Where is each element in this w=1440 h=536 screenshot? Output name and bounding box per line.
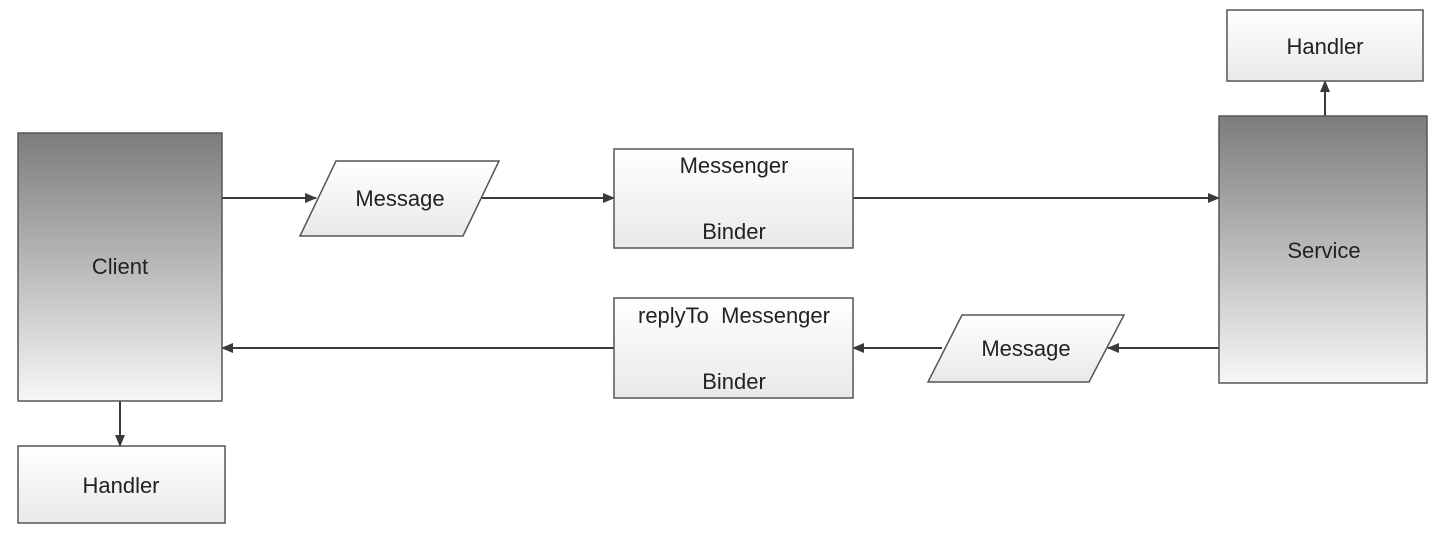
client-handler-label: Handler — [82, 473, 159, 498]
message-back-label: Message — [981, 336, 1070, 361]
replyto-binder-node: replyTo Messenger Binder — [613, 297, 854, 399]
message-out-node: Message — [298, 160, 501, 237]
messenger-binder-line2: Binder — [702, 219, 766, 244]
message-back-node: Message — [926, 314, 1126, 383]
connectors — [115, 80, 1330, 447]
client-label: Client — [92, 254, 148, 279]
client-handler-node: Handler — [17, 445, 226, 524]
service-handler-node: Handler — [1226, 9, 1424, 82]
client-node: Client — [17, 132, 223, 402]
service-node: Service — [1218, 115, 1428, 384]
messenger-binder-node: Messenger Binder — [613, 148, 854, 249]
replyto-binder-line2: Binder — [702, 369, 766, 394]
replyto-binder-line1: replyTo Messenger — [638, 303, 830, 328]
messenger-binder-line1: Messenger — [680, 153, 789, 178]
service-handler-label: Handler — [1286, 34, 1363, 59]
service-label: Service — [1287, 238, 1360, 263]
message-out-label: Message — [355, 186, 444, 211]
